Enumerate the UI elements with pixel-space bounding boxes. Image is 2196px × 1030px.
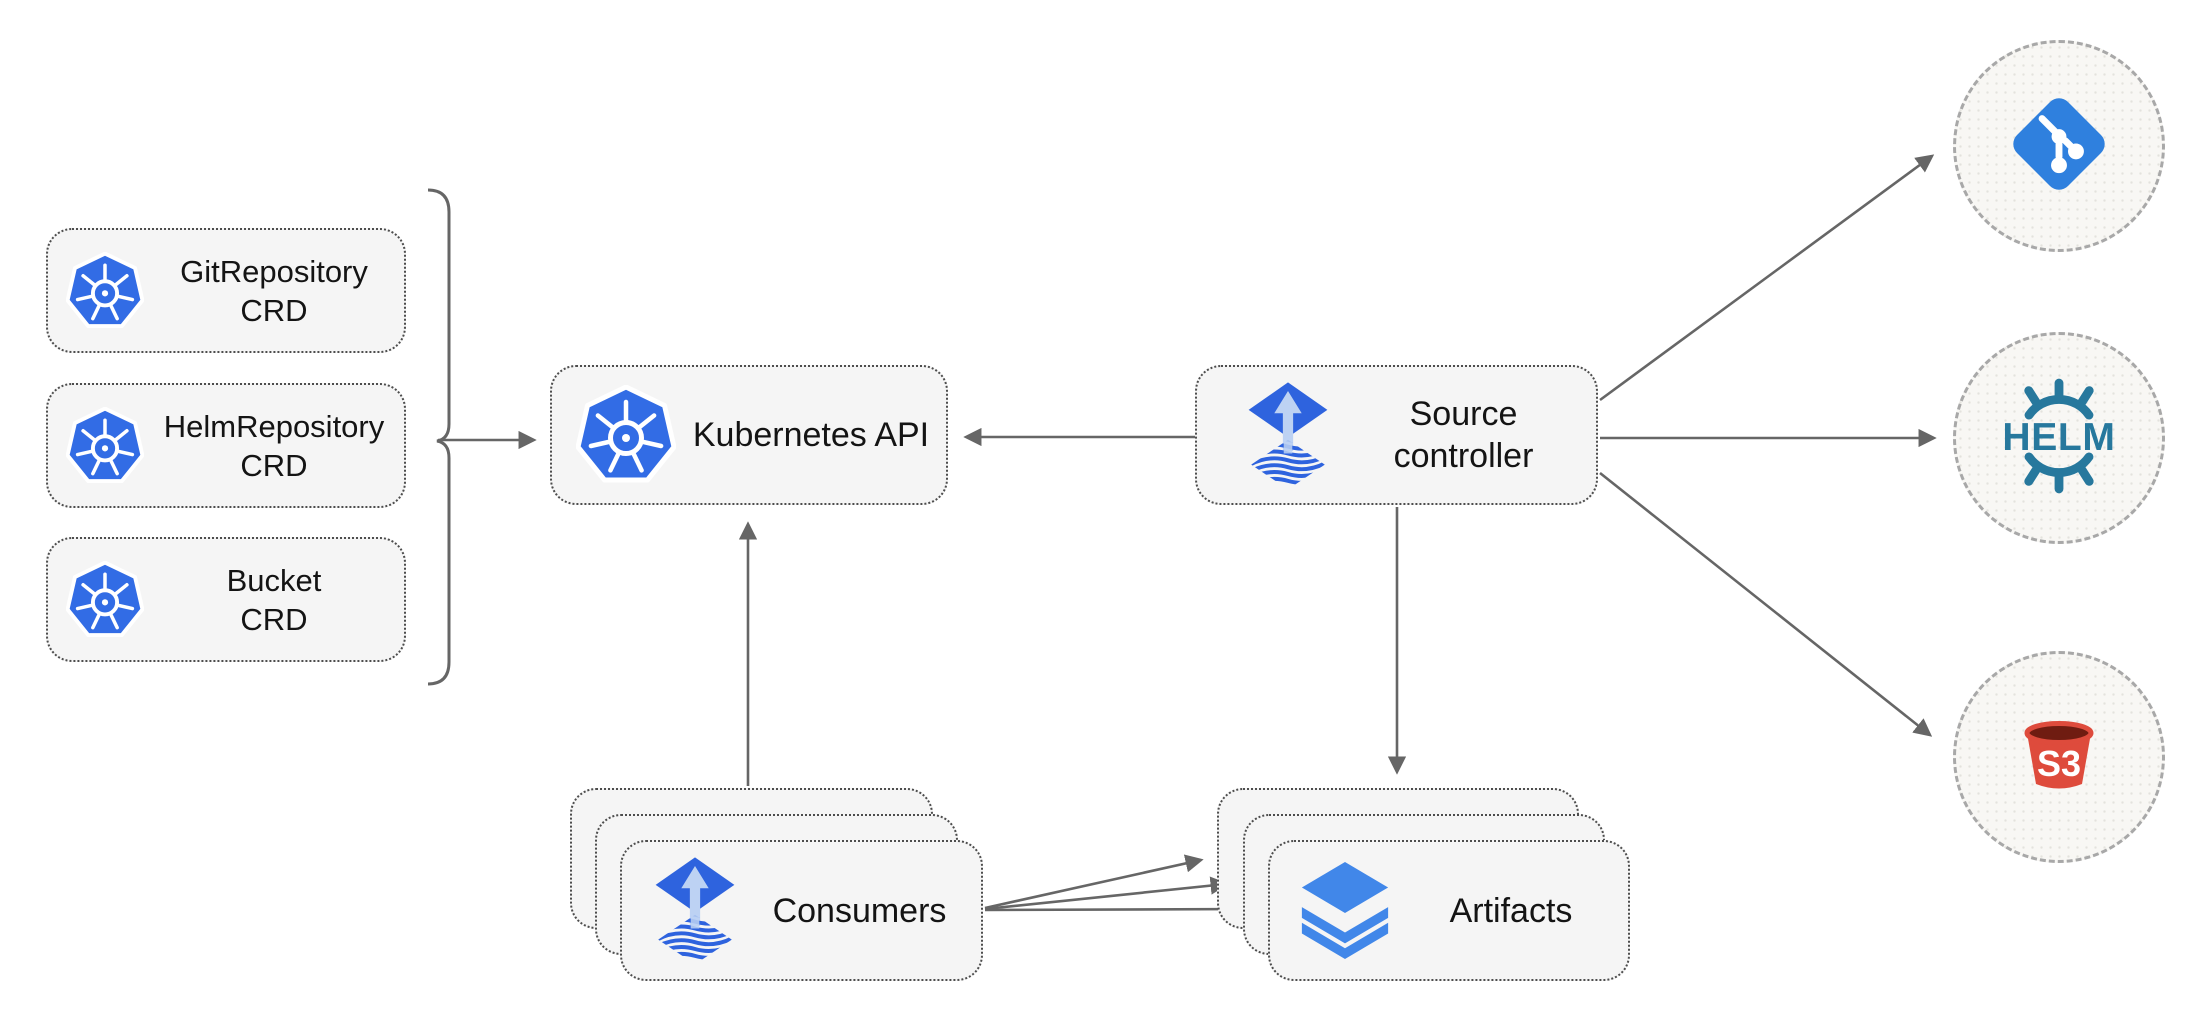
arrow-source-controller-to-s3 [1599, 471, 1933, 737]
node-label: Artifacts [1449, 891, 1573, 930]
external-helm-circle: HELM [1953, 332, 2165, 544]
kubernetes-icon [66, 251, 144, 330]
node-helmrepository-crd: HelmRepository CRD [46, 383, 406, 508]
node-consumers: Consumers [620, 840, 983, 981]
arrow-consumers-to-artifacts-1 [984, 854, 1204, 910]
s3-bucket-icon: S3 [2009, 701, 2109, 814]
node-label: GitRepository CRD [180, 253, 368, 328]
node-bucket-crd: Bucket CRD [46, 537, 406, 662]
helm-icon: HELM [1996, 373, 2122, 504]
node-label: Source controller [1393, 395, 1534, 475]
node-label: Consumers [772, 891, 947, 930]
kubernetes-icon [66, 406, 144, 485]
arrow-consumers-to-artifacts-2 [984, 876, 1229, 911]
helm-logo-text: HELM [2002, 415, 2115, 458]
node-label: Kubernetes API [692, 416, 930, 454]
crd-group-bracket [427, 188, 451, 686]
git-icon [2006, 91, 2112, 202]
flux-icon [652, 854, 738, 967]
node-gitrepository-crd: GitRepository CRD [46, 228, 406, 353]
arrow-consumers-to-artifacts-3 [984, 899, 1253, 919]
flux-icon [1245, 379, 1331, 492]
node-kubernetes-api: Kubernetes API [550, 365, 948, 505]
node-artifacts: Artifacts [1268, 840, 1630, 981]
external-s3-circle: S3 [1953, 651, 2165, 863]
kubernetes-icon [576, 385, 676, 485]
s3-logo-text: S3 [2037, 743, 2081, 784]
arrow-source-controller-to-git [1599, 154, 1935, 402]
node-label: HelmRepository CRD [163, 408, 385, 483]
node-label: Bucket CRD [226, 562, 322, 637]
external-git-circle [1953, 40, 2165, 252]
kubernetes-icon [66, 560, 144, 639]
node-source-controller: Source controller [1195, 365, 1598, 505]
layers-icon [1296, 860, 1394, 962]
